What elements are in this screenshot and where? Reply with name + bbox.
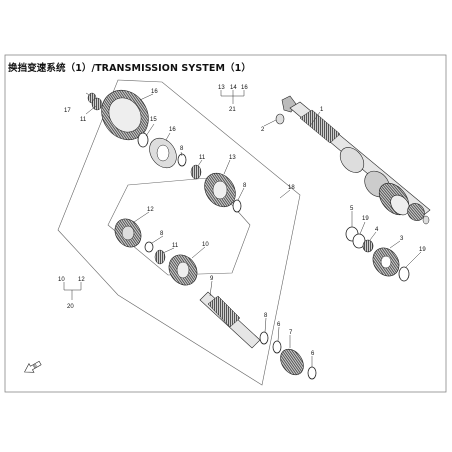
callout-5: 5 [350, 206, 354, 212]
washer-part-8-inner [144, 241, 154, 253]
washer-part-8-lower [259, 331, 269, 345]
callout-10-gear: 10 [202, 242, 209, 248]
bearing-part-11-inner [154, 249, 166, 265]
callout-7: 7 [289, 330, 293, 336]
callout-16-group: 16 [241, 85, 248, 91]
callout-12-group: 12 [78, 277, 85, 283]
callout-19-far: 19 [419, 247, 426, 253]
callout-12-gear: 12 [147, 207, 154, 213]
gear-part-7 [280, 348, 304, 376]
washer-part-8-mid [232, 199, 242, 213]
washer-part-19-far [398, 266, 410, 282]
front-direction-arrow-icon: 前 [24, 360, 42, 373]
callout-15: 15 [150, 117, 157, 123]
callout-8-lower: 8 [264, 313, 268, 319]
callout-11-inner: 11 [172, 243, 179, 249]
page-title: 换挡变速系统（1）/TRANSMISSION SYSTEM（1） [8, 63, 251, 74]
callout-8-mid: 8 [243, 183, 247, 189]
inner-group-outline [107, 177, 251, 276]
bearing-part-4 [362, 239, 374, 253]
callout-14-group: 14 [230, 85, 237, 91]
callout-6-upper: 6 [277, 322, 281, 328]
callout-10-group: 10 [58, 277, 65, 283]
callout-13-group: 13 [218, 85, 225, 91]
washer-part-8-upper [177, 153, 187, 167]
washer-part-15 [137, 132, 149, 148]
callout-2: 2 [261, 127, 265, 133]
front-direction-label: 前 [31, 362, 37, 369]
washer-part-6-lower [307, 366, 317, 380]
callout-8-inner: 8 [160, 231, 164, 237]
callout-9: 9 [210, 276, 214, 282]
callout-20: 20 [67, 304, 74, 310]
washer-part-6-upper [272, 340, 282, 354]
callout-1: 1 [320, 107, 324, 113]
callout-13-gear: 13 [229, 155, 236, 161]
callout-11-upper: 11 [199, 155, 206, 161]
callout-3: 3 [400, 236, 404, 242]
leader-lines [63, 90, 422, 367]
nut-part-2 [275, 113, 285, 125]
callout-4: 4 [375, 227, 379, 233]
bearing-part-11-upper [190, 164, 202, 180]
outer-group-outline [57, 79, 301, 386]
main-shaft-part-1 [281, 95, 431, 225]
callout-8-upper: 8 [180, 146, 184, 152]
callout-18: 18 [288, 185, 295, 191]
callout-11-top: 11 [80, 117, 87, 123]
callout-19-right: 19 [362, 216, 369, 222]
countershaft-part-9 [199, 291, 261, 349]
callout-6-lower: 6 [311, 351, 315, 357]
callout-16-top: 16 [151, 89, 158, 95]
callout-16-mid: 16 [169, 127, 176, 133]
diagram-border [4, 54, 447, 393]
callout-21: 21 [229, 107, 236, 113]
callout-17: 17 [64, 108, 71, 114]
